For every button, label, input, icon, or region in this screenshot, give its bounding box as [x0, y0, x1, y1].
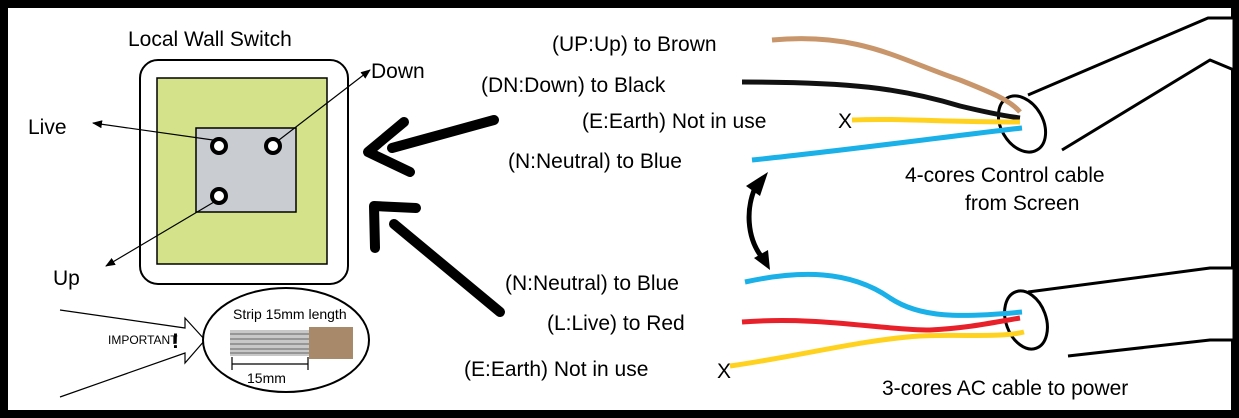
- neutral-wire-label-control: (N:Neutral) to Blue: [508, 150, 682, 173]
- yellow-wire-ac: [729, 329, 1025, 369]
- earth-wire-label-control: (E:Earth) Not in use: [582, 110, 766, 133]
- up-wire-label: (UP:Up) to Brown: [552, 33, 717, 56]
- down-wire-label: (DN:Down) to Black: [481, 74, 666, 97]
- ac-cable-to-switch-arrow: [369, 201, 505, 317]
- live-label: Live: [28, 116, 67, 139]
- control-cable-to-switch-arrow: [363, 115, 499, 177]
- black-wire: [741, 79, 1021, 121]
- live-pointer-arrow: [92, 120, 214, 141]
- switch-green-plate: [156, 77, 328, 265]
- ac-cable-caption: 3-cores AC cable to power: [882, 377, 1128, 400]
- up-label: Up: [53, 267, 80, 290]
- control-cable-caption-line2: from Screen: [965, 192, 1079, 215]
- neutral-link-double-arrow: [746, 172, 770, 270]
- important-exclamation: !: [172, 330, 179, 353]
- neutral-wire-label-ac: (N:Neutral) to Blue: [505, 272, 679, 295]
- terminal-up: [210, 187, 228, 205]
- terminal-live: [210, 137, 228, 155]
- brown-wire: [771, 36, 1022, 114]
- earth-wire-label-ac: (E:Earth) Not in use: [464, 358, 648, 381]
- control-cable-caption-line1: 4-cores Control cable: [905, 164, 1105, 187]
- measure-bracket: [231, 357, 309, 370]
- live-wire-label-ac: (L:Live) to Red: [547, 312, 685, 335]
- earth-unused-mark-ac: X: [717, 360, 731, 383]
- red-wire-ac: [741, 315, 1021, 333]
- down-pointer-arrow: [278, 69, 371, 141]
- important-label: IMPORTANT: [108, 333, 178, 347]
- yellow-wire-control: [851, 116, 1021, 125]
- wire-insulation: [309, 327, 353, 359]
- up-pointer-arrow: [105, 201, 215, 267]
- terminal-down: [264, 137, 282, 155]
- down-label: Down: [371, 60, 425, 83]
- stripped-wire-strands-icon: [230, 330, 310, 356]
- earth-unused-mark-control: X: [838, 110, 852, 133]
- strip-length-text: Strip 15mm length: [233, 306, 347, 322]
- control-cable-jacket: [996, 16, 1236, 154]
- blue-wire-control: [751, 125, 1023, 163]
- blue-wire-ac: [744, 271, 1023, 318]
- measure-label: 15mm: [247, 370, 286, 386]
- switch-title: Local Wall Switch: [128, 28, 292, 51]
